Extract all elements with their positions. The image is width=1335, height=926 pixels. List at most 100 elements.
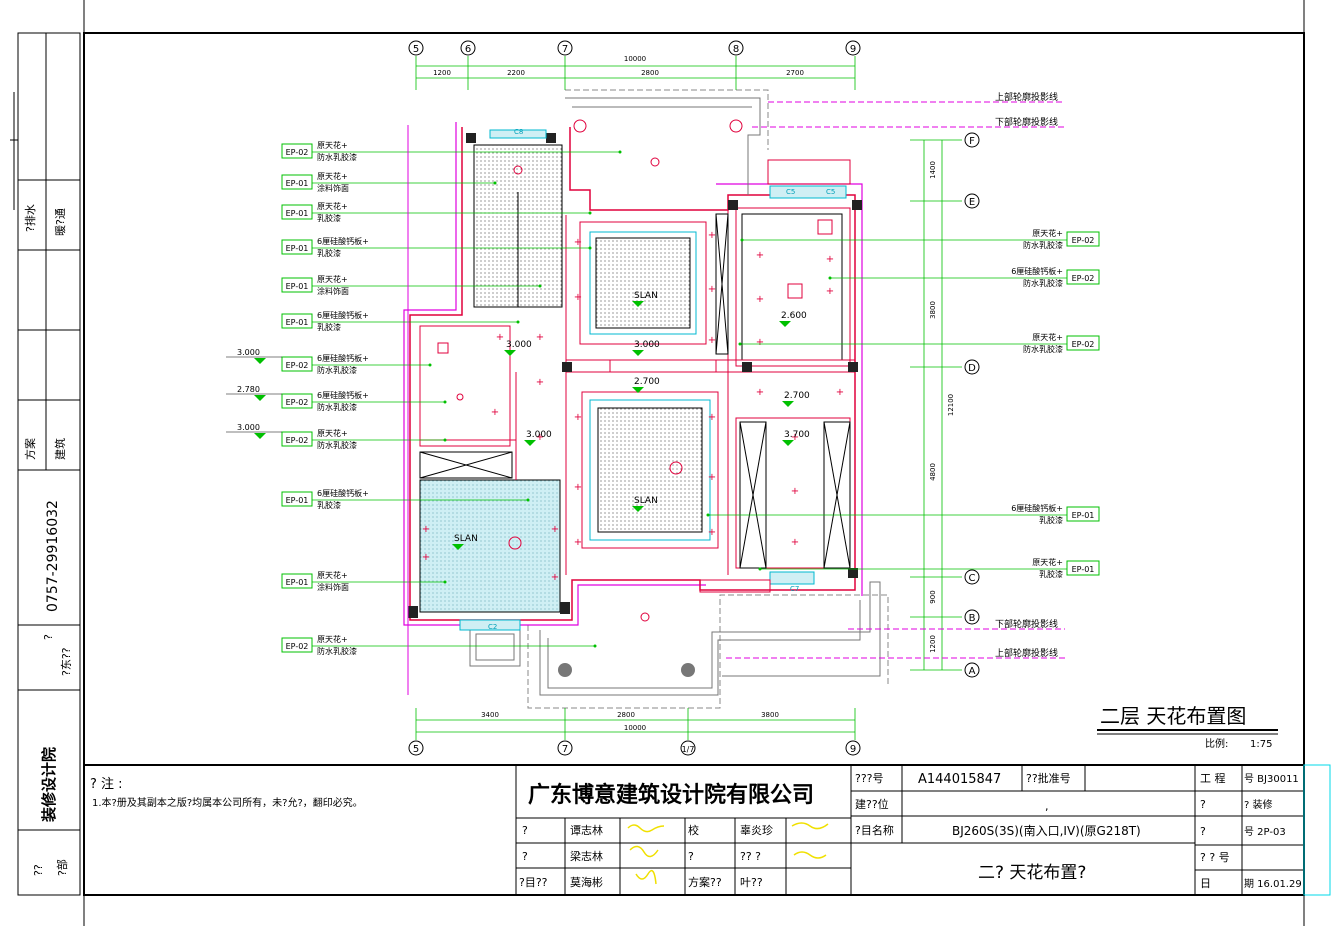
annotation-line2: 乳胶漆 — [317, 213, 341, 223]
notes-text: 1.本?册及其副本之版?均属本公司所有，未?允?，翻印必究。 — [92, 796, 363, 809]
annotation-line2: 防水乳胶漆 — [1023, 240, 1063, 250]
grid-right-5: A — [969, 666, 976, 677]
annotation-line2: 防水乳胶漆 — [1023, 344, 1063, 354]
side-label-5: ? — [42, 634, 55, 640]
annotation-tag-box — [281, 637, 313, 653]
grid-top-1: 6 — [465, 44, 471, 55]
annotation-tag-box — [281, 174, 313, 190]
svg-text:+: + — [791, 486, 799, 497]
annotation-tag: EP-02 — [286, 642, 309, 651]
svg-text:+: + — [708, 412, 716, 423]
annotation-tag: EP-01 — [286, 578, 309, 587]
annotation-leader-dot — [758, 567, 762, 571]
annotation-tag-box — [281, 143, 313, 159]
role-1-a: ? — [522, 850, 528, 863]
title-block — [84, 764, 1331, 896]
grid-bubbles — [408, 40, 980, 756]
side-label-7: 装修设计院 — [40, 747, 58, 823]
role-0-name2: 辜炎珍 — [740, 824, 773, 837]
grid-right-2: D — [968, 363, 976, 374]
dim-top-2: 2800 — [641, 69, 659, 77]
rb-4-v: 期 16.01.29 — [1244, 878, 1302, 890]
svg-text:+: + — [422, 552, 430, 563]
phone-number: 0757-29916032 — [45, 500, 61, 612]
annotation-line2: 乳胶漆 — [317, 500, 341, 510]
annotation-tag-box — [281, 393, 313, 409]
svg-text:+: + — [574, 412, 582, 423]
annotation-leader-dot — [493, 181, 497, 185]
svg-text:+: + — [826, 286, 834, 297]
annotation-tag-box — [1066, 506, 1100, 522]
annotation-tag: EP-02 — [286, 148, 309, 157]
svg-text:+: + — [708, 284, 716, 295]
rb-1-k: ? — [1200, 798, 1206, 811]
reg-value: A144015847 — [918, 772, 1001, 787]
annotation-line1: 原天花+ — [1032, 557, 1063, 567]
room-label-1: C5 — [786, 188, 795, 196]
annotation-leader-dot — [618, 150, 622, 154]
annotation-level: 3.000 — [237, 348, 260, 357]
role-2-a: ?目?? — [519, 876, 548, 889]
notes-title: ? 注 : — [90, 777, 123, 792]
dim-right-3: 900 — [929, 590, 937, 603]
annotation-leader-dot — [443, 438, 447, 442]
annotation-tag-box — [1066, 335, 1100, 351]
svg-text:+: + — [574, 482, 582, 493]
annotation-line2: 防水乳胶漆 — [317, 365, 357, 375]
annotation-tag: EP-02 — [1072, 340, 1095, 349]
svg-text:+: + — [756, 250, 764, 261]
annotation-leader-dot — [738, 342, 742, 346]
projection-label-1: 下部轮廓投影线 — [995, 116, 1058, 128]
grid-right-4: B — [969, 613, 976, 624]
role-2-name2: 叶?? — [740, 876, 763, 889]
svg-text:+: + — [536, 432, 544, 443]
svg-text:+: + — [574, 537, 582, 548]
annotation-tag-box — [1066, 560, 1100, 576]
svg-text:+: + — [551, 572, 559, 583]
scale-label: 比例: — [1205, 737, 1228, 750]
annotation-tag: EP-01 — [286, 318, 309, 327]
annotation-leader-dot — [706, 513, 710, 517]
rb-3-k: ? ? 号 — [1200, 851, 1230, 864]
annotation-line2: 乳胶漆 — [317, 248, 341, 258]
annotation-line1: 原天花+ — [317, 274, 348, 284]
side-label-9: ?部 — [55, 859, 69, 876]
left-annotations: EP-02原天花+防水乳胶漆EP-01原天花+涂料饰面EP-01原天花+乳胶漆E… — [226, 140, 622, 656]
grid-right-3: C — [969, 573, 976, 584]
unit-label: 建??位 — [855, 797, 889, 811]
annotation-line2: 乳胶漆 — [1039, 515, 1063, 525]
svg-text:+: + — [708, 335, 716, 346]
role-1-name: 梁志林 — [570, 849, 603, 863]
annotation-line2: 乳胶漆 — [1039, 569, 1063, 579]
dim-top-1: 2200 — [507, 69, 525, 77]
svg-text:+: + — [756, 387, 764, 398]
level-3: 2.700 — [634, 377, 660, 387]
role-1-b: ? — [688, 850, 694, 863]
side-label-3: 建筑 — [53, 438, 67, 460]
drawing-title: 二层 天花布置图 — [1100, 704, 1246, 728]
annotation-tag: EP-02 — [286, 398, 309, 407]
signatures — [627, 822, 829, 885]
grid-lines — [415, 56, 962, 740]
annotation-line1: 原天花+ — [317, 634, 348, 644]
side-label-0: ?排水 — [23, 204, 37, 232]
floor-plan: +++ +++ +++ +++ +++ +++ +++ +++ +++ +++ … — [403, 89, 889, 709]
side-strip: 0757-29916032 ?排水 暖?通 方案 建筑 ? ?东?? 装修设计院… — [10, 32, 81, 896]
dim-bottom-1: 2800 — [617, 711, 635, 719]
grid-top-4: 9 — [850, 44, 856, 55]
dim-top-3: 2700 — [786, 69, 804, 77]
dim-right-0: 1400 — [929, 161, 937, 179]
annotation-tag-box — [281, 356, 313, 372]
svg-text:+: + — [826, 254, 834, 265]
side-label-1: 暖?通 — [54, 208, 67, 236]
annotation-tag-box — [281, 277, 313, 293]
svg-text:+: + — [574, 237, 582, 248]
role-1-name2: ?? ? — [740, 850, 761, 863]
annotation-line1: 6厘硅酸钙板+ — [317, 353, 369, 363]
svg-text:+: + — [491, 407, 499, 418]
grid-bottom-3: 9 — [850, 744, 856, 755]
annotation-line1: 原天花+ — [1032, 332, 1063, 342]
grid-top-3: 8 — [733, 44, 739, 55]
annotation-leader-dot — [593, 644, 597, 648]
svg-text:+: + — [536, 332, 544, 343]
